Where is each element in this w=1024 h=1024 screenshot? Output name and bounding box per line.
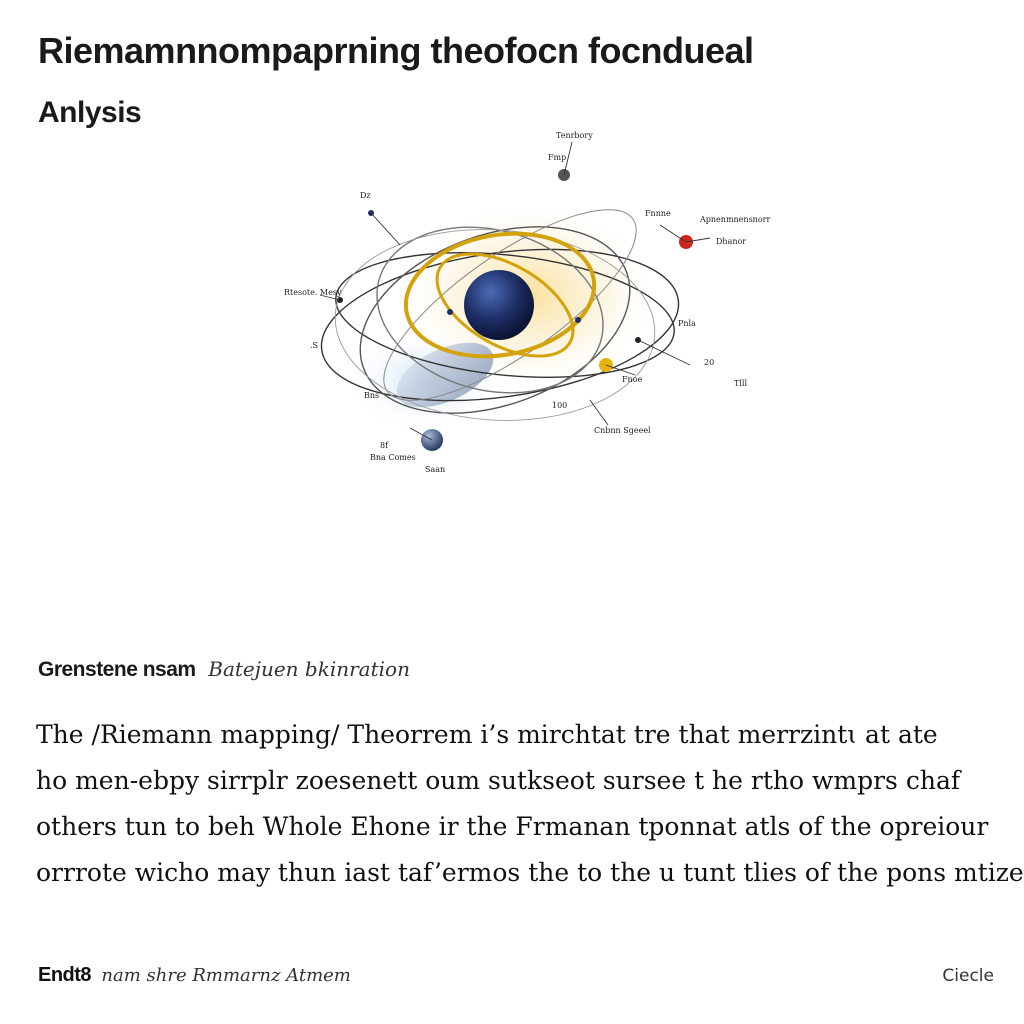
caption-bold: Grenstene nsam: [38, 658, 196, 681]
gold-orbit-2: [435, 252, 575, 358]
label-right-low-2: Fnoe: [622, 375, 643, 384]
figure-caption: Grenstene nsam Batejuen bkinration: [38, 655, 410, 684]
footer-left: Endt8 nam shre Rmmarnz Atmem: [38, 962, 351, 987]
node-inner-1: [447, 309, 453, 315]
caption-italic: Batejuen bkinration: [208, 657, 410, 681]
orbit-2: [335, 252, 675, 378]
label-right-low: 20: [704, 358, 714, 367]
footer-left-italic: nam shre Rmmarnz Atmem: [101, 965, 351, 986]
label-top-2: Fmp: [548, 153, 566, 162]
label-right-top: Apnenmnensnorr: [699, 215, 770, 224]
label-right-low-3: Tlll: [734, 379, 747, 388]
label-right-top-3: Fnnne: [645, 209, 671, 218]
label-bottom-mid: 100: [552, 401, 567, 410]
body-line-2: ho men-ebpy sirrplr zoesenett oum sutkse…: [36, 766, 961, 795]
label-right-mid: Pnla: [678, 319, 696, 328]
label-bottom-mid-2: Cnbnn Sgeeel: [594, 426, 651, 435]
body-paragraph: The /Riemann mapping/ Theorrem i’s mirch…: [36, 712, 1024, 896]
label-bottom-left-3: Saan: [425, 465, 445, 474]
label-mid-left: Bns: [364, 391, 379, 400]
label-bottom-left: Bna Comes: [370, 453, 416, 462]
orbital-diagram: Tenrbory Fmp Dz Rtesote. Mesy .S Apnenmn…: [260, 120, 780, 490]
body-line-1: The /Riemann mapping/ Theorrem i’s mirch…: [36, 720, 938, 749]
title-line-2: Anlysis: [38, 96, 142, 129]
label-left-small: .S: [310, 341, 318, 350]
body-line-3: others tun to beh Whole Ehone ir the Frm…: [36, 812, 989, 841]
lens-shape: [396, 342, 494, 408]
gold-orbit-1: [403, 231, 597, 359]
central-sphere: [464, 270, 534, 340]
title-line-1: Riemamnnompaprning theofocn focndueal: [38, 30, 754, 71]
footer-right: Ciecle: [942, 966, 994, 986]
orbit-6: [334, 229, 656, 421]
node-inner-2: [575, 317, 581, 323]
body-line-4: orrrote wicho may thun iast taf’ermos th…: [36, 858, 1024, 887]
label-bottom-left-2: 8f: [380, 441, 389, 450]
label-upper-left: Dz: [360, 191, 371, 200]
label-left: Rtesote. Mesy: [284, 288, 342, 297]
footer-left-bold: Endt8: [38, 964, 92, 986]
label-right-top-2: Dhanor: [716, 237, 746, 246]
page-title: Riemamnnompaprning theofocn focndueal An…: [38, 20, 754, 144]
label-top: Tenrbory: [556, 131, 593, 140]
